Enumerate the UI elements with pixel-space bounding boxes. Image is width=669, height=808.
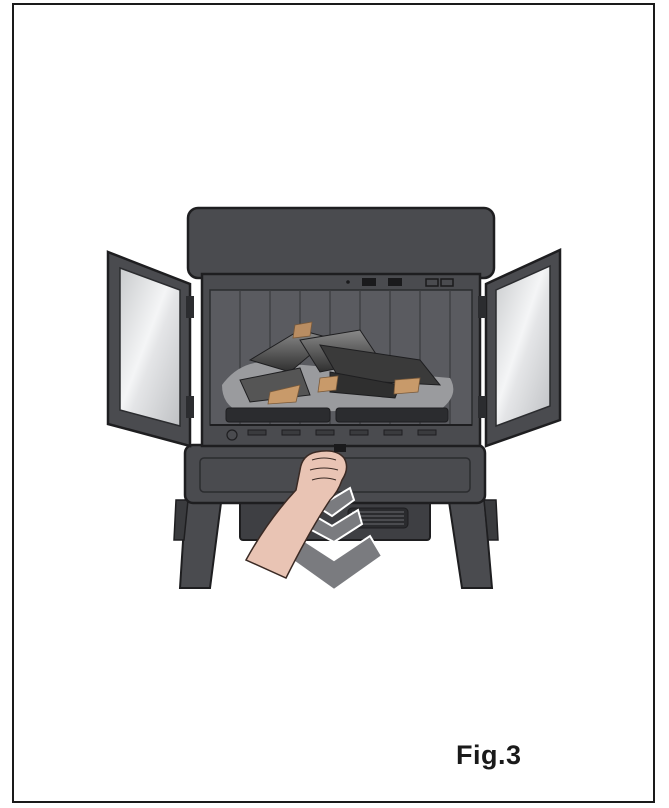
right-door [478, 250, 560, 446]
control-button-2 [388, 278, 402, 286]
drawer-knob [334, 444, 346, 452]
stove-top-panel [188, 208, 494, 278]
left-door [108, 252, 194, 446]
figure-label: Fig.3 [456, 740, 522, 771]
control-button-1 [362, 278, 376, 286]
